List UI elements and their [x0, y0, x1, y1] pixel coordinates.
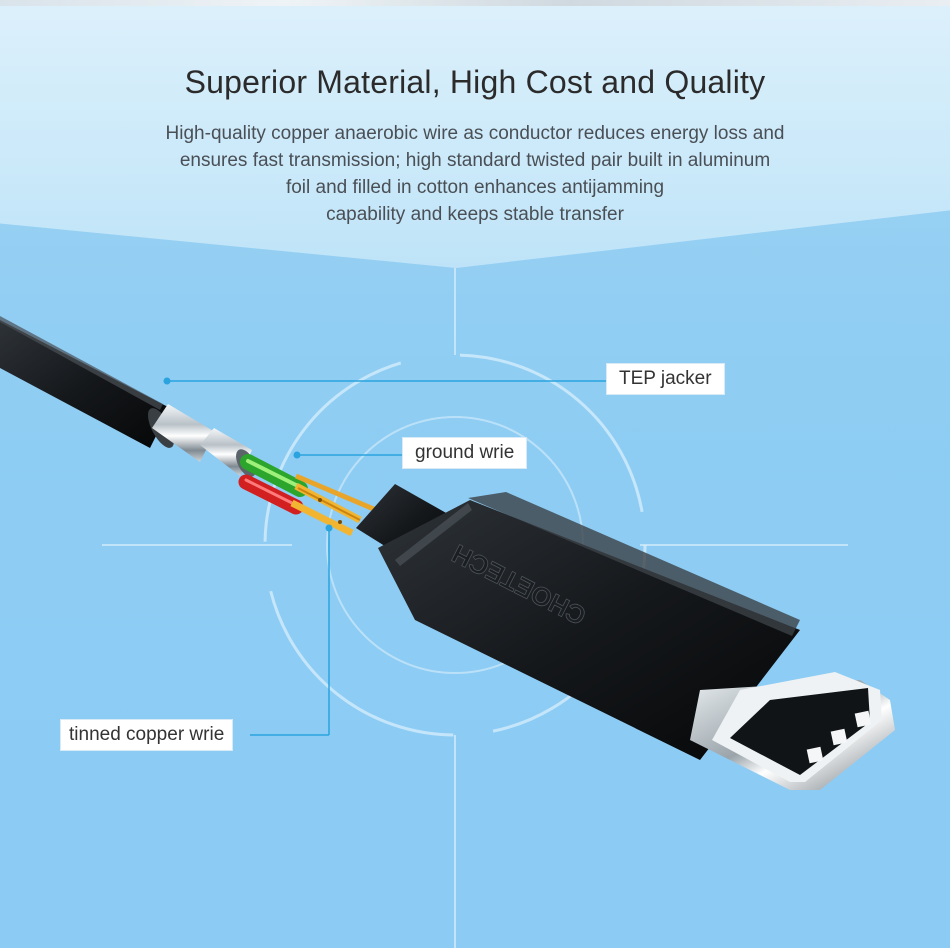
description-line: foil and filled in cotton enhances antij…	[285, 177, 665, 198]
cable-jacket	[0, 316, 175, 448]
callout-lines	[163, 377, 606, 736]
description-text: High-quality copper anaerobic wire as co…	[110, 120, 840, 228]
description-line: ensures fast transmission; high standard…	[179, 150, 771, 171]
label-tep-jacket: TEP jacker	[606, 363, 725, 395]
header-panel	[0, 6, 950, 268]
page-title: Superior Material, High Cost and Quality	[184, 64, 766, 100]
inner-wires	[238, 454, 377, 537]
top-edge-strip	[0, 0, 950, 6]
description-line: High-quality copper anaerobic wire as co…	[165, 123, 785, 144]
usb-c-plug	[356, 484, 895, 790]
label-ground-wire: ground wrie	[402, 437, 528, 469]
label-tinned-copper-wire: tinned copper wrie	[60, 719, 234, 751]
description-line: capability and keeps stable transfer	[326, 204, 624, 225]
